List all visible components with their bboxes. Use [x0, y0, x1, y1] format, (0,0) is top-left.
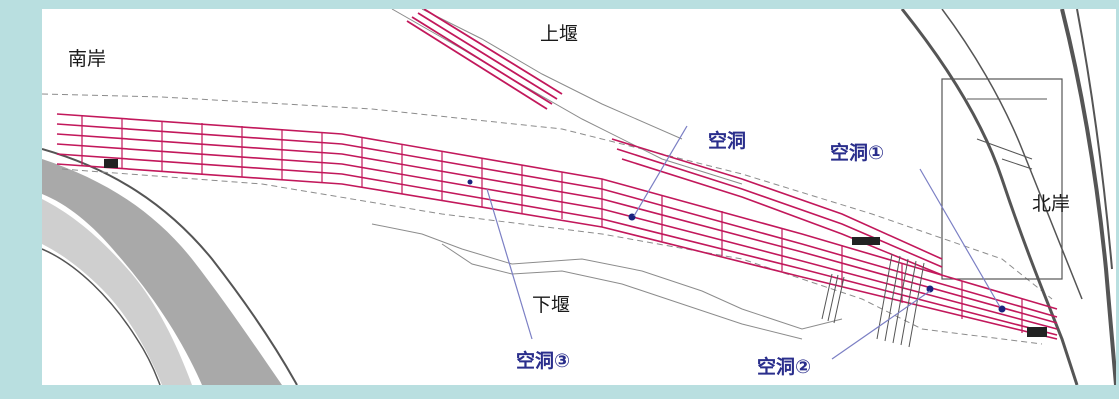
cavity-2-label: 空洞② — [757, 356, 812, 378]
map-drawing — [42, 9, 1116, 385]
structure-blocks — [104, 159, 1047, 337]
south-bank-road — [42, 148, 298, 385]
upper-weir-girders — [406, 9, 563, 110]
weir-plan-map: 南岸 上堰 下堰 北岸 空洞 空洞① 空洞② 空洞③ — [42, 9, 1116, 385]
cavity-3-label: 空洞③ — [516, 350, 571, 372]
cavity-markers — [467, 179, 1006, 313]
north-bank-label: 北岸 — [1032, 193, 1071, 215]
transverse-girders — [81, 115, 1023, 333]
apron-hatching — [821, 253, 925, 348]
cavity-1-label: 空洞① — [830, 142, 885, 164]
cavity-label: 空洞 — [708, 130, 747, 152]
lower-weir-label: 下堰 — [532, 294, 571, 316]
north-bank-structures — [900, 9, 1116, 385]
upper-weir-label: 上堰 — [540, 23, 579, 45]
south-bank-label: 南岸 — [68, 48, 107, 70]
leader-lines — [486, 125, 1001, 360]
